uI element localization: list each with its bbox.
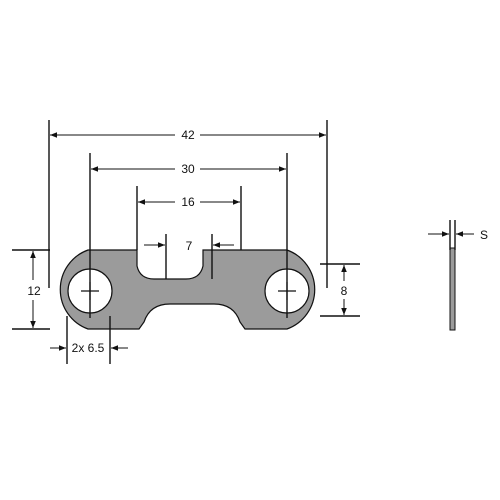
dim-12-label: 12 <box>27 284 41 298</box>
dim-thickness-label: S <box>480 228 488 242</box>
side-view-edge <box>449 247 456 331</box>
dim-16-label: 16 <box>181 195 195 209</box>
part-body <box>59 249 316 330</box>
dim-30-label: 30 <box>181 162 195 176</box>
part-front-view <box>59 249 316 330</box>
dim-hole-label: 2x 6.5 <box>72 341 105 355</box>
dim-neck-width: 16 <box>138 195 240 209</box>
dim-7-label: 7 <box>186 239 193 253</box>
dim-neck-height: 8 <box>341 265 348 315</box>
dim-hole-spacing: 30 <box>91 162 286 176</box>
extension-lines <box>12 120 360 364</box>
dim-height: 12 <box>27 251 41 328</box>
part-side-view: S <box>428 220 488 331</box>
dim-42-label: 42 <box>181 128 195 142</box>
dim-8-label: 8 <box>341 284 348 298</box>
dim-hole-diameter: 2x 6.5 <box>50 341 128 355</box>
dim-slot-width: 7 <box>144 239 234 253</box>
dim-overall-length: 42 <box>50 128 326 142</box>
